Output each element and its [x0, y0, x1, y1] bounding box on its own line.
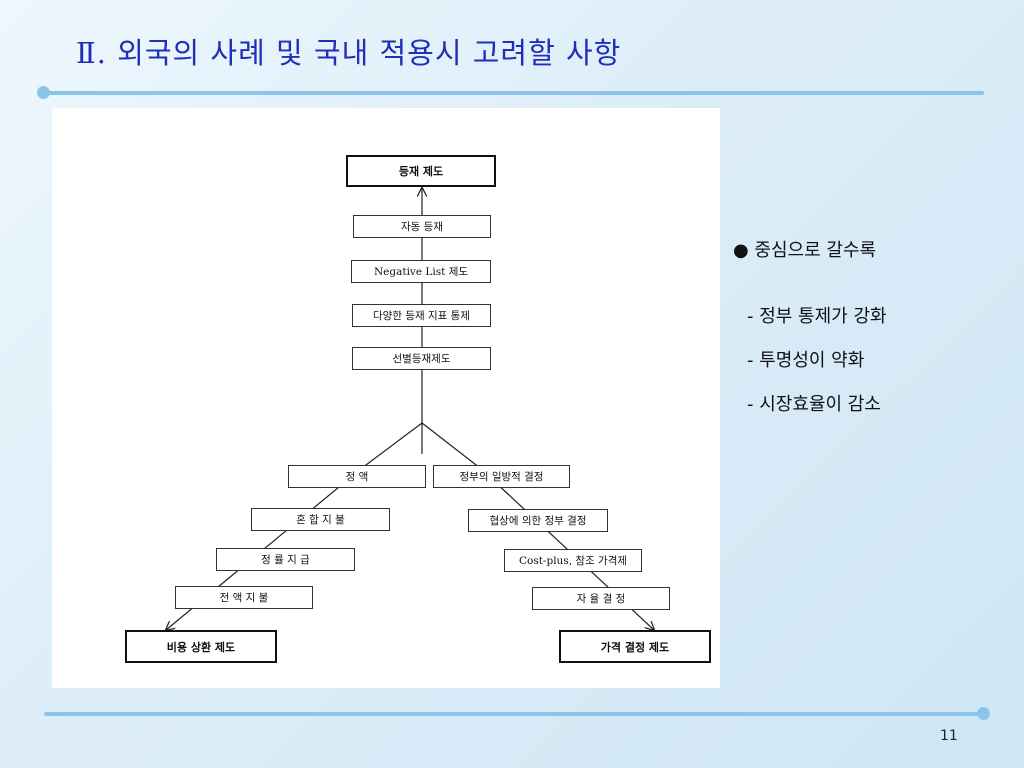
- page-number: 11: [940, 728, 958, 744]
- note-item: - 정부 통제가 강화: [747, 306, 887, 327]
- note-item: - 투명성이 약화: [747, 350, 865, 371]
- notes-list: - 정부 통제가 강화 - 투명성이 약화 - 시장효율이 감소: [747, 302, 887, 434]
- bottom-divider: [44, 712, 984, 716]
- top-divider-dot: [37, 86, 50, 99]
- right-branch-box-4: 자 율 결 정: [532, 587, 670, 610]
- left-branch-box-1: 정 액: [288, 465, 426, 488]
- left-branch-box-2: 혼 합 지 불: [251, 508, 390, 531]
- right-branch-box-2: 협상에 의한 정부 결정: [468, 509, 608, 532]
- notes-heading: ● 중심으로 갈수록: [733, 240, 877, 261]
- registration-system-box: 등재 제도: [346, 155, 496, 187]
- right-fork-line: [421, 422, 481, 469]
- reimbursement-diagram: 등재 제도 자동 등재 Negative List 제도 다양한 등재 지표 통…: [52, 108, 720, 688]
- chain-box-4: 선별등재제도: [352, 347, 491, 370]
- left-branch-box-3: 정 률 지 급: [216, 548, 355, 571]
- left-fork-line: [361, 422, 423, 469]
- chain-box-2: Negative List 제도: [351, 260, 491, 283]
- price-setting-box: 가격 결정 제도: [559, 630, 711, 663]
- cost-reimbursement-box: 비용 상환 제도: [125, 630, 277, 663]
- bottom-divider-dot: [977, 707, 990, 720]
- chain-box-1: 자동 등재: [353, 215, 491, 238]
- note-item: - 시장효율이 감소: [747, 394, 881, 415]
- left-branch-box-4: 전 액 지 불: [175, 586, 313, 609]
- right-branch-box-1: 정부의 일방적 결정: [433, 465, 570, 488]
- slide-title: Ⅱ. 외국의 사례 및 국내 적용시 고려할 사항: [76, 36, 622, 70]
- right-branch-box-3: Cost-plus, 참조 가격제: [504, 549, 642, 572]
- chain-box-3: 다양한 등재 지표 통제: [352, 304, 491, 327]
- top-divider: [44, 91, 984, 95]
- notes-panel: ● 중심으로 갈수록 - 정부 통제가 강화 - 투명성이 약화 - 시장효율이…: [733, 236, 1013, 415]
